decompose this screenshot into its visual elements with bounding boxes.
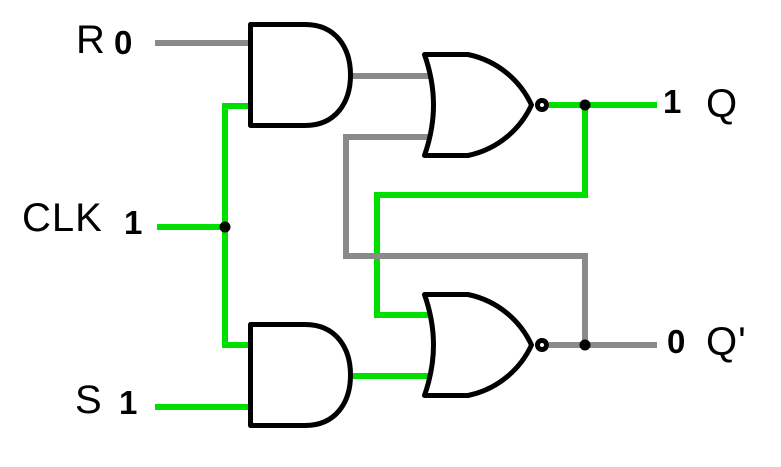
output-label-qn: Q' xyxy=(706,320,747,364)
input-label-s: S xyxy=(75,378,103,422)
and-gate-bottom[interactable] xyxy=(248,322,353,428)
input-label-r: R xyxy=(76,18,106,62)
wire-q-feedback[interactable] xyxy=(374,105,588,318)
junction-dot-qn xyxy=(579,339,591,351)
output-value-qn: 0 xyxy=(667,323,686,360)
nor-gate-top-body[interactable] xyxy=(422,52,534,158)
nor-gate-bottom-body[interactable] xyxy=(422,292,534,398)
and-gate-top[interactable] xyxy=(248,22,353,128)
input-value-clk[interactable]: 1 xyxy=(124,204,143,241)
input-label-clk: CLK xyxy=(22,196,103,240)
input-value-r[interactable]: 0 xyxy=(114,24,133,61)
nor-gate-bottom[interactable] xyxy=(422,292,549,398)
input-value-s[interactable]: 1 xyxy=(119,384,138,421)
output-value-q: 1 xyxy=(663,83,682,120)
nor-gate-top[interactable] xyxy=(422,52,549,158)
junction-dot-clk xyxy=(219,221,231,233)
output-label-q: Q xyxy=(706,82,739,126)
nor-gate-top-bubble-icon xyxy=(535,98,549,112)
nor-gate-bottom-bubble-icon xyxy=(535,338,549,352)
junction-dot-q xyxy=(579,99,591,111)
wire-qn-feedback[interactable] xyxy=(343,134,588,345)
